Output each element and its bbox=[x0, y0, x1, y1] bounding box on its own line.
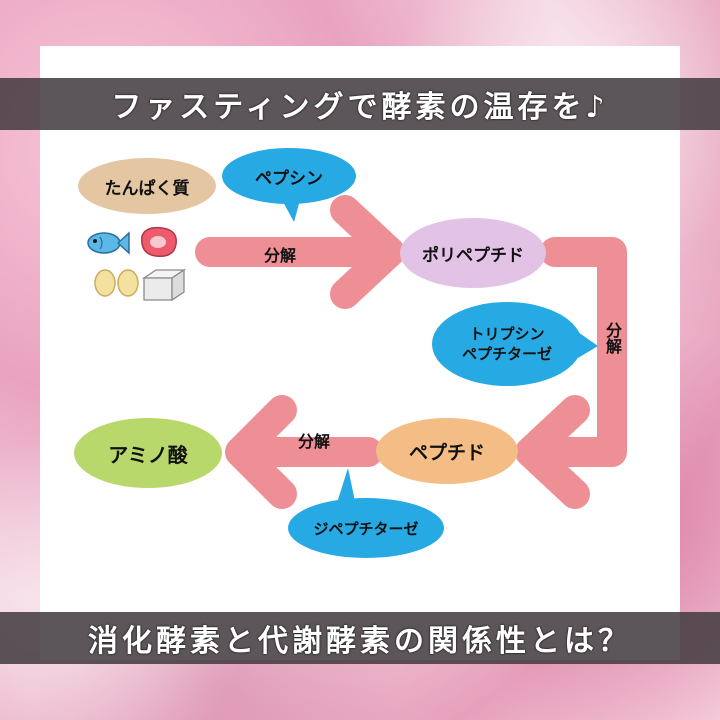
trypsin-bubble-tail bbox=[578, 332, 598, 358]
enzyme-dipeptidase-bubble: ジペプチターゼ bbox=[288, 498, 444, 558]
subtitle-text: 消化酵素と代謝酵素の関係性とは？ bbox=[88, 624, 632, 659]
node-protein: たんぱく質 bbox=[78, 158, 216, 214]
fish-icon bbox=[87, 231, 130, 255]
enzyme-trypsin-bubble: トリプシン ペプチターゼ bbox=[432, 302, 582, 386]
node-amino-acid: アミノ酸 bbox=[74, 418, 222, 488]
title-text: ファスティングで酵素の温存を♪ bbox=[111, 90, 609, 125]
enzyme-trypsin-line1: トリプシン bbox=[469, 324, 545, 343]
edge-label-decompose-3: 分解 bbox=[298, 432, 331, 451]
dipep-bubble-tail bbox=[336, 468, 356, 506]
meat-icon bbox=[141, 226, 177, 257]
node-polypeptide: ポリペプチド bbox=[400, 218, 546, 288]
title-banner: ファスティングで酵素の温存を♪ bbox=[0, 78, 720, 130]
arrow-head-1 bbox=[330, 195, 405, 309]
enzyme-pepsin-bubble: ペプシン bbox=[222, 148, 356, 204]
pepsin-bubble-tail bbox=[282, 200, 300, 222]
edge-label-decompose-2: 分解 bbox=[603, 322, 622, 354]
tofu-icon bbox=[141, 268, 187, 302]
edge-label-decompose-1: 分解 bbox=[264, 246, 297, 265]
arrow-shaft-2 bbox=[540, 237, 627, 467]
eggs-icon bbox=[94, 269, 139, 297]
arrow-head-3 bbox=[225, 395, 297, 509]
enzyme-trypsin-line2: ペプチターゼ bbox=[461, 345, 552, 363]
subtitle-banner: 消化酵素と代謝酵素の関係性とは？ bbox=[0, 612, 720, 664]
arrow-head-2 bbox=[515, 395, 590, 509]
node-peptide: ペプチド bbox=[376, 418, 518, 484]
